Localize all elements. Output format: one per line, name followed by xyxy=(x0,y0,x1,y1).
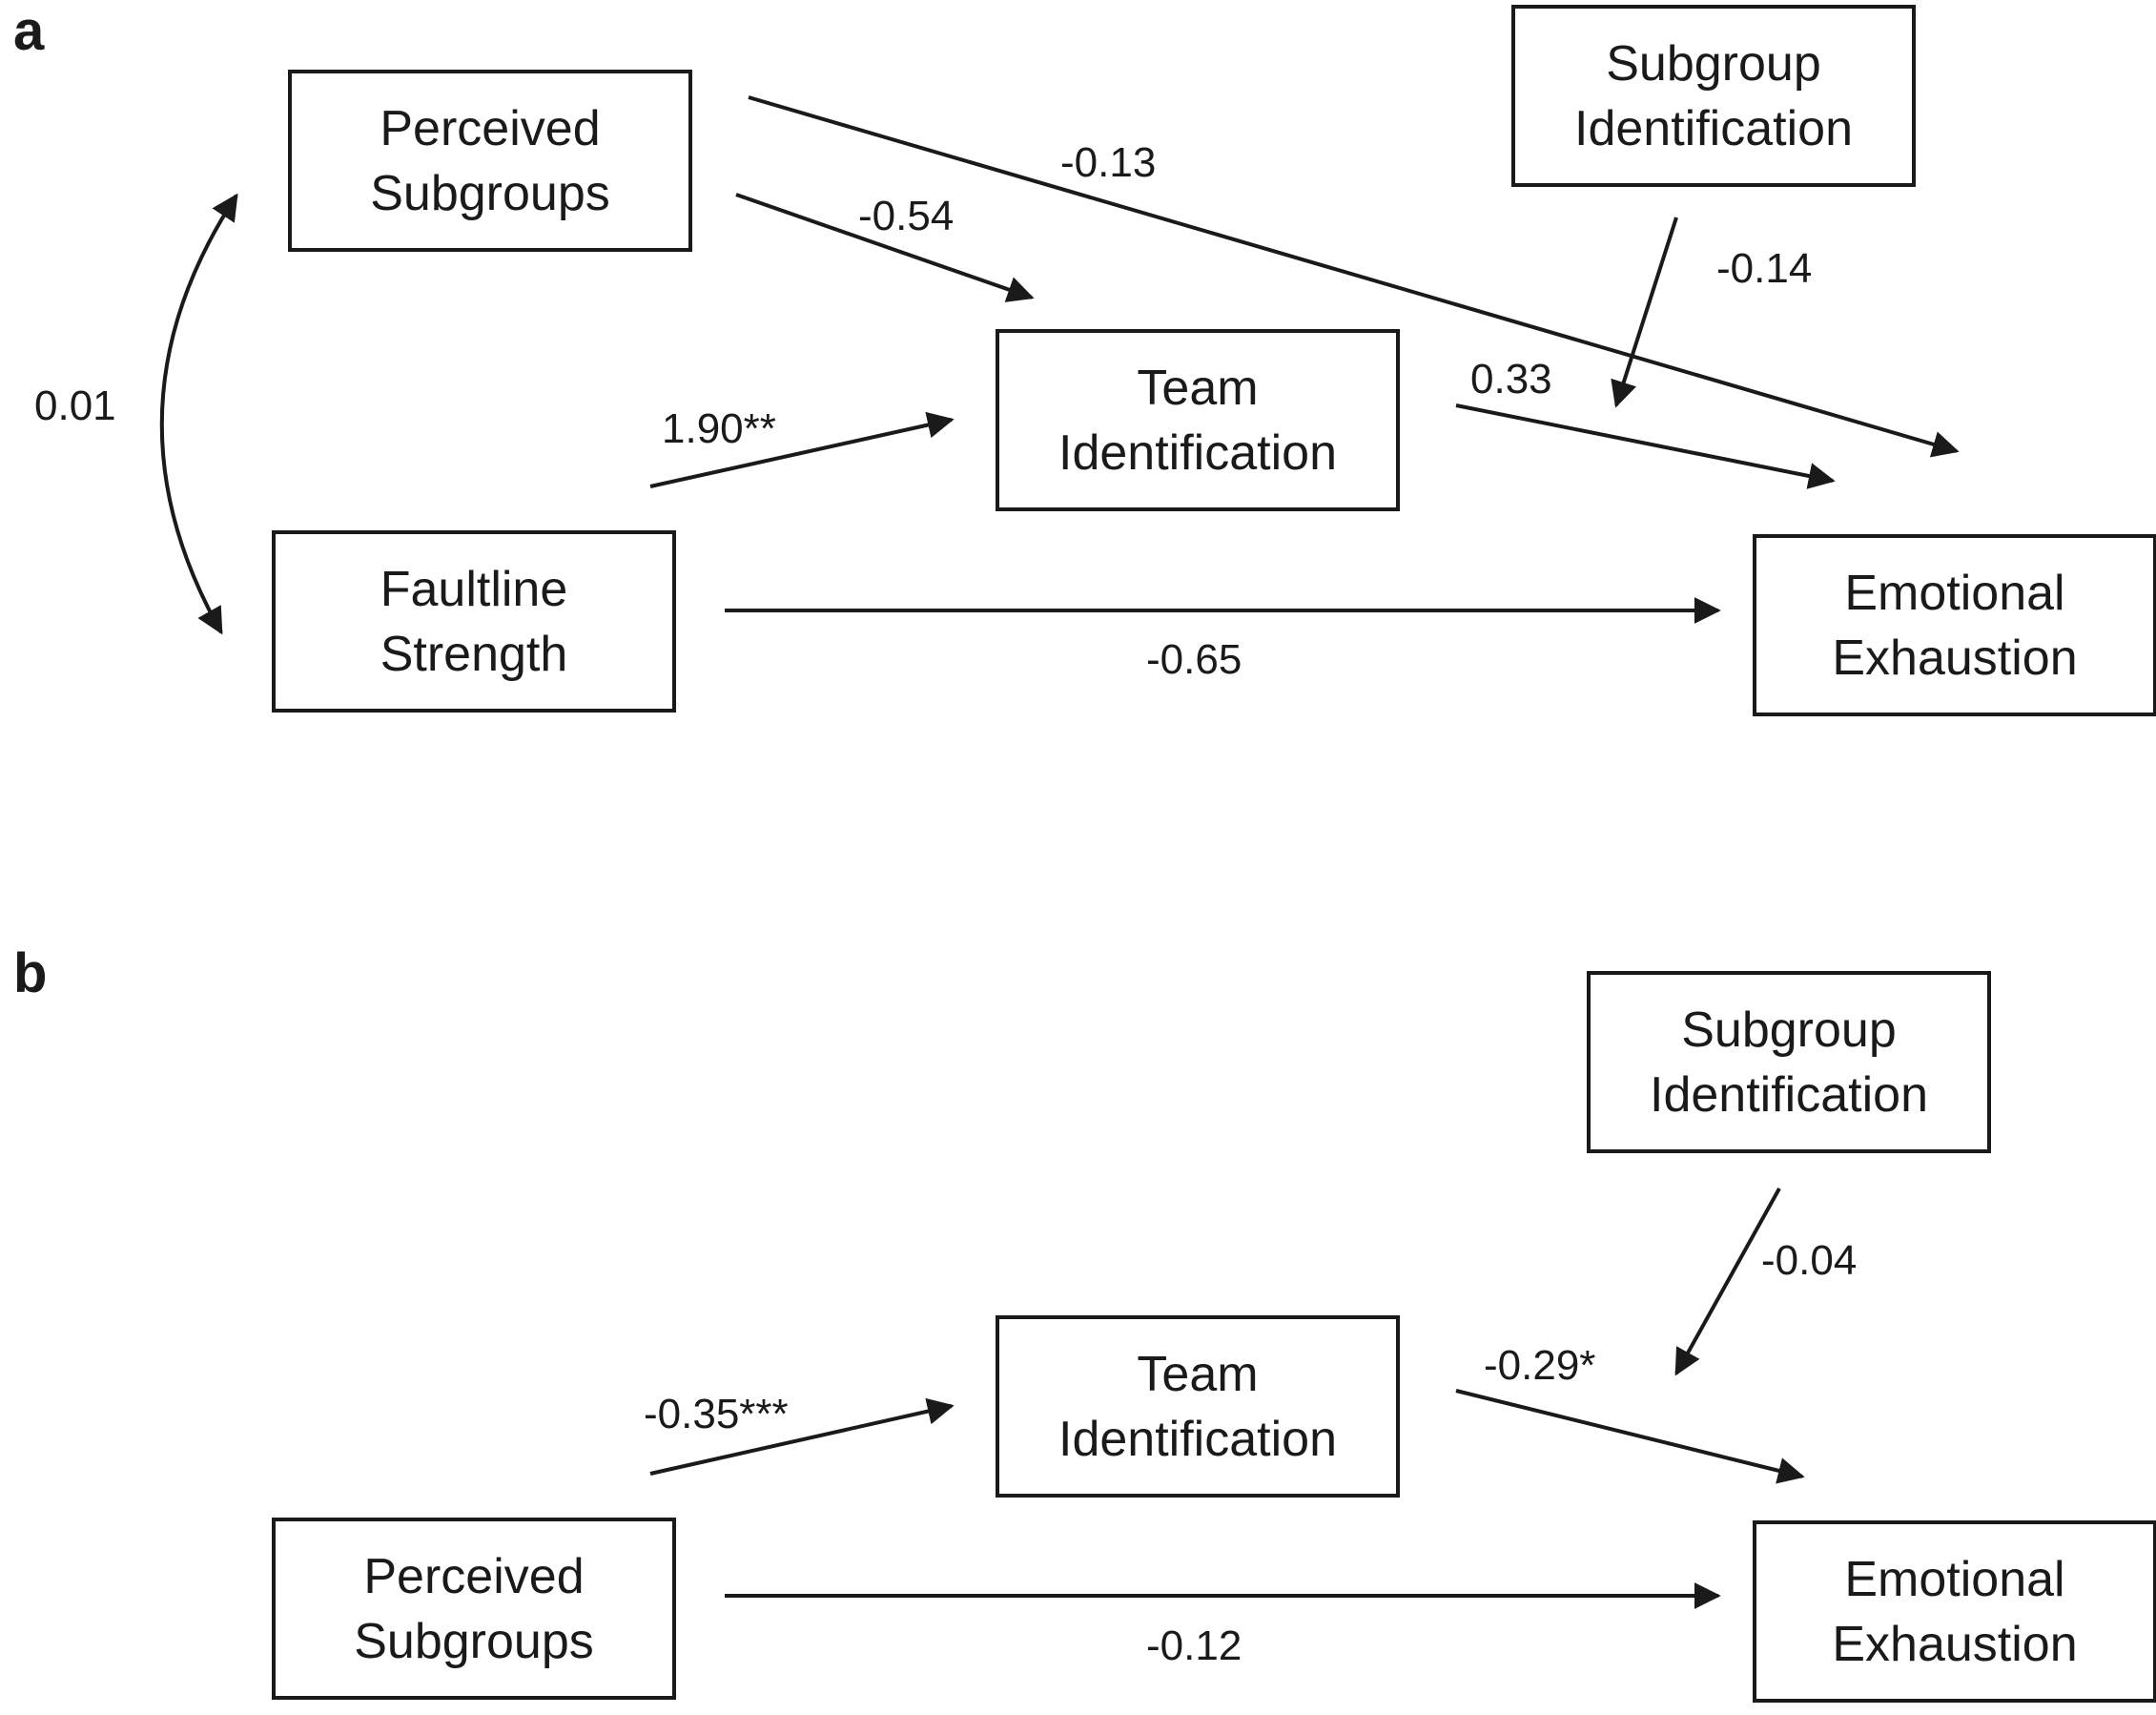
node-a-faultline-strength: Faultline Strength xyxy=(272,530,676,713)
coef-a-faultline-to-exhaustion: -0.65 xyxy=(1146,636,1242,683)
edge-b-perceived-to-team xyxy=(649,1397,955,1476)
node-a-subgroup-identification: Subgroup Identification xyxy=(1511,5,1916,187)
node-b-emotional-exhaustion-line1: Emotional xyxy=(1844,1552,2064,1607)
panel-a: a Perceived Subgroups Faultline Strength… xyxy=(13,0,2156,716)
coef-a-perceived-to-team: -0.54 xyxy=(858,193,954,239)
coef-b-perceived-to-exhaustion: -0.12 xyxy=(1146,1622,1242,1669)
box-a-team-identification xyxy=(996,329,1400,511)
node-a-faultline-strength-line1: Faultline xyxy=(380,562,568,617)
node-b-perceived-subgroups: Perceived Subgroups xyxy=(272,1518,676,1700)
node-a-perceived-subgroups: Perceived Subgroups xyxy=(288,70,692,252)
edge-a-subgroup-moderation xyxy=(1611,217,1678,408)
node-b-team-identification-line2: Identification xyxy=(1058,1412,1337,1467)
coef-a-subgroup-moderation: -0.14 xyxy=(1716,245,1812,292)
edge-b-team-to-exhaustion xyxy=(1455,1389,1805,1484)
box-a-emotional-exhaustion xyxy=(1753,534,2156,716)
node-b-perceived-subgroups-line1: Perceived xyxy=(363,1549,584,1604)
coef-b-team-to-exhaustion: -0.29* xyxy=(1484,1342,1595,1389)
coef-b-perceived-to-team: -0.35*** xyxy=(644,1391,789,1437)
node-a-perceived-subgroups-line1: Perceived xyxy=(380,101,600,156)
box-a-subgroup-identification xyxy=(1511,5,1916,187)
box-b-team-identification xyxy=(996,1315,1400,1498)
node-a-faultline-strength-line2: Strength xyxy=(380,627,568,682)
node-a-perceived-subgroups-line2: Subgroups xyxy=(370,166,610,221)
coef-a-faultline-to-team: 1.90** xyxy=(662,405,776,452)
panel-b: b Subgroup Identification Team Identific… xyxy=(13,942,2156,1703)
node-a-emotional-exhaustion-line2: Exhaustion xyxy=(1832,630,2077,686)
coef-a-perceived-to-exhaustion: -0.13 xyxy=(1060,139,1156,186)
coef-a-team-to-exhaustion: 0.33 xyxy=(1470,356,1552,403)
edge-a-covariance xyxy=(159,193,238,635)
box-a-perceived-subgroups xyxy=(288,70,692,252)
node-a-emotional-exhaustion-line1: Emotional xyxy=(1844,566,2064,621)
node-b-subgroup-identification: Subgroup Identification xyxy=(1587,971,1991,1153)
edge-a-perceived-to-exhaustion xyxy=(748,95,1960,458)
edge-a-perceived-to-team xyxy=(735,193,1035,302)
node-a-subgroup-identification-line1: Subgroup xyxy=(1606,36,1821,92)
box-b-emotional-exhaustion xyxy=(1753,1520,2156,1703)
panel-b-label: b xyxy=(13,942,47,1004)
edge-a-faultline-to-team xyxy=(649,411,955,488)
node-a-team-identification: Team Identification xyxy=(996,329,1400,511)
node-b-emotional-exhaustion-line2: Exhaustion xyxy=(1832,1617,2077,1672)
coef-a-covariance: 0.01 xyxy=(34,382,116,429)
node-b-team-identification-line1: Team xyxy=(1137,1347,1258,1402)
edge-b-subgroup-moderation xyxy=(1674,1188,1781,1376)
node-a-emotional-exhaustion: Emotional Exhaustion xyxy=(1753,534,2156,716)
panel-a-label: a xyxy=(13,0,45,62)
node-b-team-identification: Team Identification xyxy=(996,1315,1400,1498)
node-b-subgroup-identification-line2: Identification xyxy=(1650,1067,1928,1123)
node-b-emotional-exhaustion: Emotional Exhaustion xyxy=(1753,1520,2156,1703)
node-a-team-identification-line1: Team xyxy=(1137,361,1258,416)
node-b-subgroup-identification-line1: Subgroup xyxy=(1681,1002,1897,1058)
box-b-perceived-subgroups xyxy=(272,1518,676,1700)
edge-a-team-to-exhaustion xyxy=(1455,403,1836,489)
box-a-faultline-strength xyxy=(272,530,676,713)
node-a-subgroup-identification-line2: Identification xyxy=(1574,101,1853,156)
coef-b-subgroup-moderation: -0.04 xyxy=(1761,1237,1857,1284)
box-b-subgroup-identification xyxy=(1587,971,1991,1153)
node-a-team-identification-line2: Identification xyxy=(1058,425,1337,481)
node-b-perceived-subgroups-line2: Subgroups xyxy=(354,1614,594,1669)
